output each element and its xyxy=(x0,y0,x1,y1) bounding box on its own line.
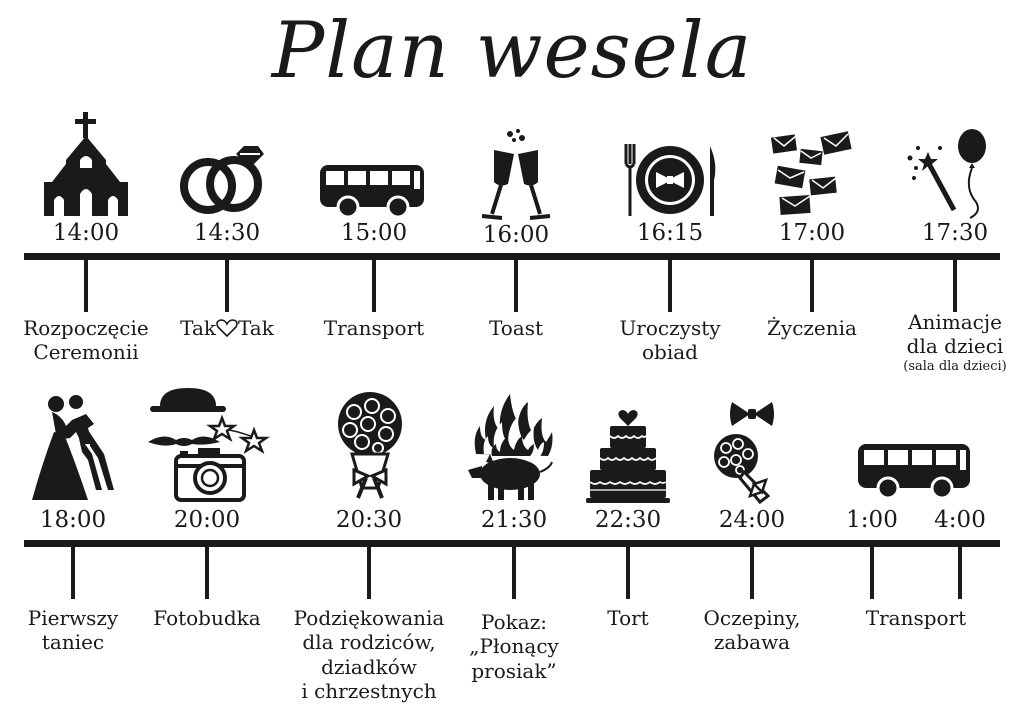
wedding-rings-icon xyxy=(180,146,264,214)
timeline-tick xyxy=(514,260,518,312)
event-note: (sala dla dzieci) xyxy=(903,358,1007,374)
timeline-tick xyxy=(84,260,88,312)
heart-icon xyxy=(216,319,238,337)
time-label: 14:30 xyxy=(193,220,261,246)
timeline-tick xyxy=(71,547,75,599)
time-label: 16:00 xyxy=(482,222,550,248)
page-title: Plan wesela xyxy=(271,6,753,96)
event-label: Transport xyxy=(865,606,967,630)
flaming-pig-icon xyxy=(468,394,553,500)
timeline-tick xyxy=(205,547,209,599)
photo-booth-icon xyxy=(148,388,270,502)
time-label: 20:30 xyxy=(335,507,403,533)
event-label: Życzenia xyxy=(767,316,857,340)
time-label: 17:00 xyxy=(778,220,846,246)
envelopes-icon xyxy=(771,131,852,216)
church-icon xyxy=(44,112,128,216)
timeline-tick xyxy=(953,260,957,312)
time-label: 14:00 xyxy=(52,220,120,246)
dancing-couple-icon xyxy=(32,395,114,500)
time-label: 21:30 xyxy=(480,507,548,533)
event-label: Toast xyxy=(488,316,544,340)
magic-wand-balloon-icon xyxy=(907,129,986,219)
timeline-tick xyxy=(225,260,229,312)
time-label: 17:30 xyxy=(921,220,989,246)
timeline-tick xyxy=(958,547,962,599)
timeline-tick xyxy=(512,547,516,599)
event-label: Oczepiny,zabawa xyxy=(703,606,801,655)
timeline-tick xyxy=(810,260,814,312)
wedding-cake-icon xyxy=(586,410,670,503)
event-label: Fotobudka xyxy=(153,606,261,630)
bowtie-bouquet-icon xyxy=(714,402,774,504)
time-label: 15:00 xyxy=(340,220,408,246)
time-label: 18:00 xyxy=(39,507,107,533)
event-label: Transport xyxy=(323,316,425,340)
bouquet-icon xyxy=(338,392,402,499)
timeline-line-bottom xyxy=(24,540,1000,547)
timeline-line-top xyxy=(24,253,1000,260)
timeline-tick xyxy=(372,260,376,312)
champagne-glasses-icon xyxy=(481,129,551,220)
timeline-tick xyxy=(870,547,874,599)
dinner-plate-icon xyxy=(624,144,716,216)
time-label: 20:00 xyxy=(173,507,241,533)
time-label: 16:15 xyxy=(636,220,704,246)
timeline-tick xyxy=(367,547,371,599)
timeline-tick xyxy=(668,260,672,312)
event-label: Tort xyxy=(607,606,649,630)
bus-icon xyxy=(858,444,970,498)
bus-icon xyxy=(320,165,424,217)
time-label: 22:30 xyxy=(594,507,662,533)
time-label: 4:00 xyxy=(934,507,986,533)
time-label: 24:00 xyxy=(718,507,786,533)
time-label: 1:00 xyxy=(846,507,898,533)
timeline-tick xyxy=(626,547,630,599)
timeline-tick xyxy=(750,547,754,599)
